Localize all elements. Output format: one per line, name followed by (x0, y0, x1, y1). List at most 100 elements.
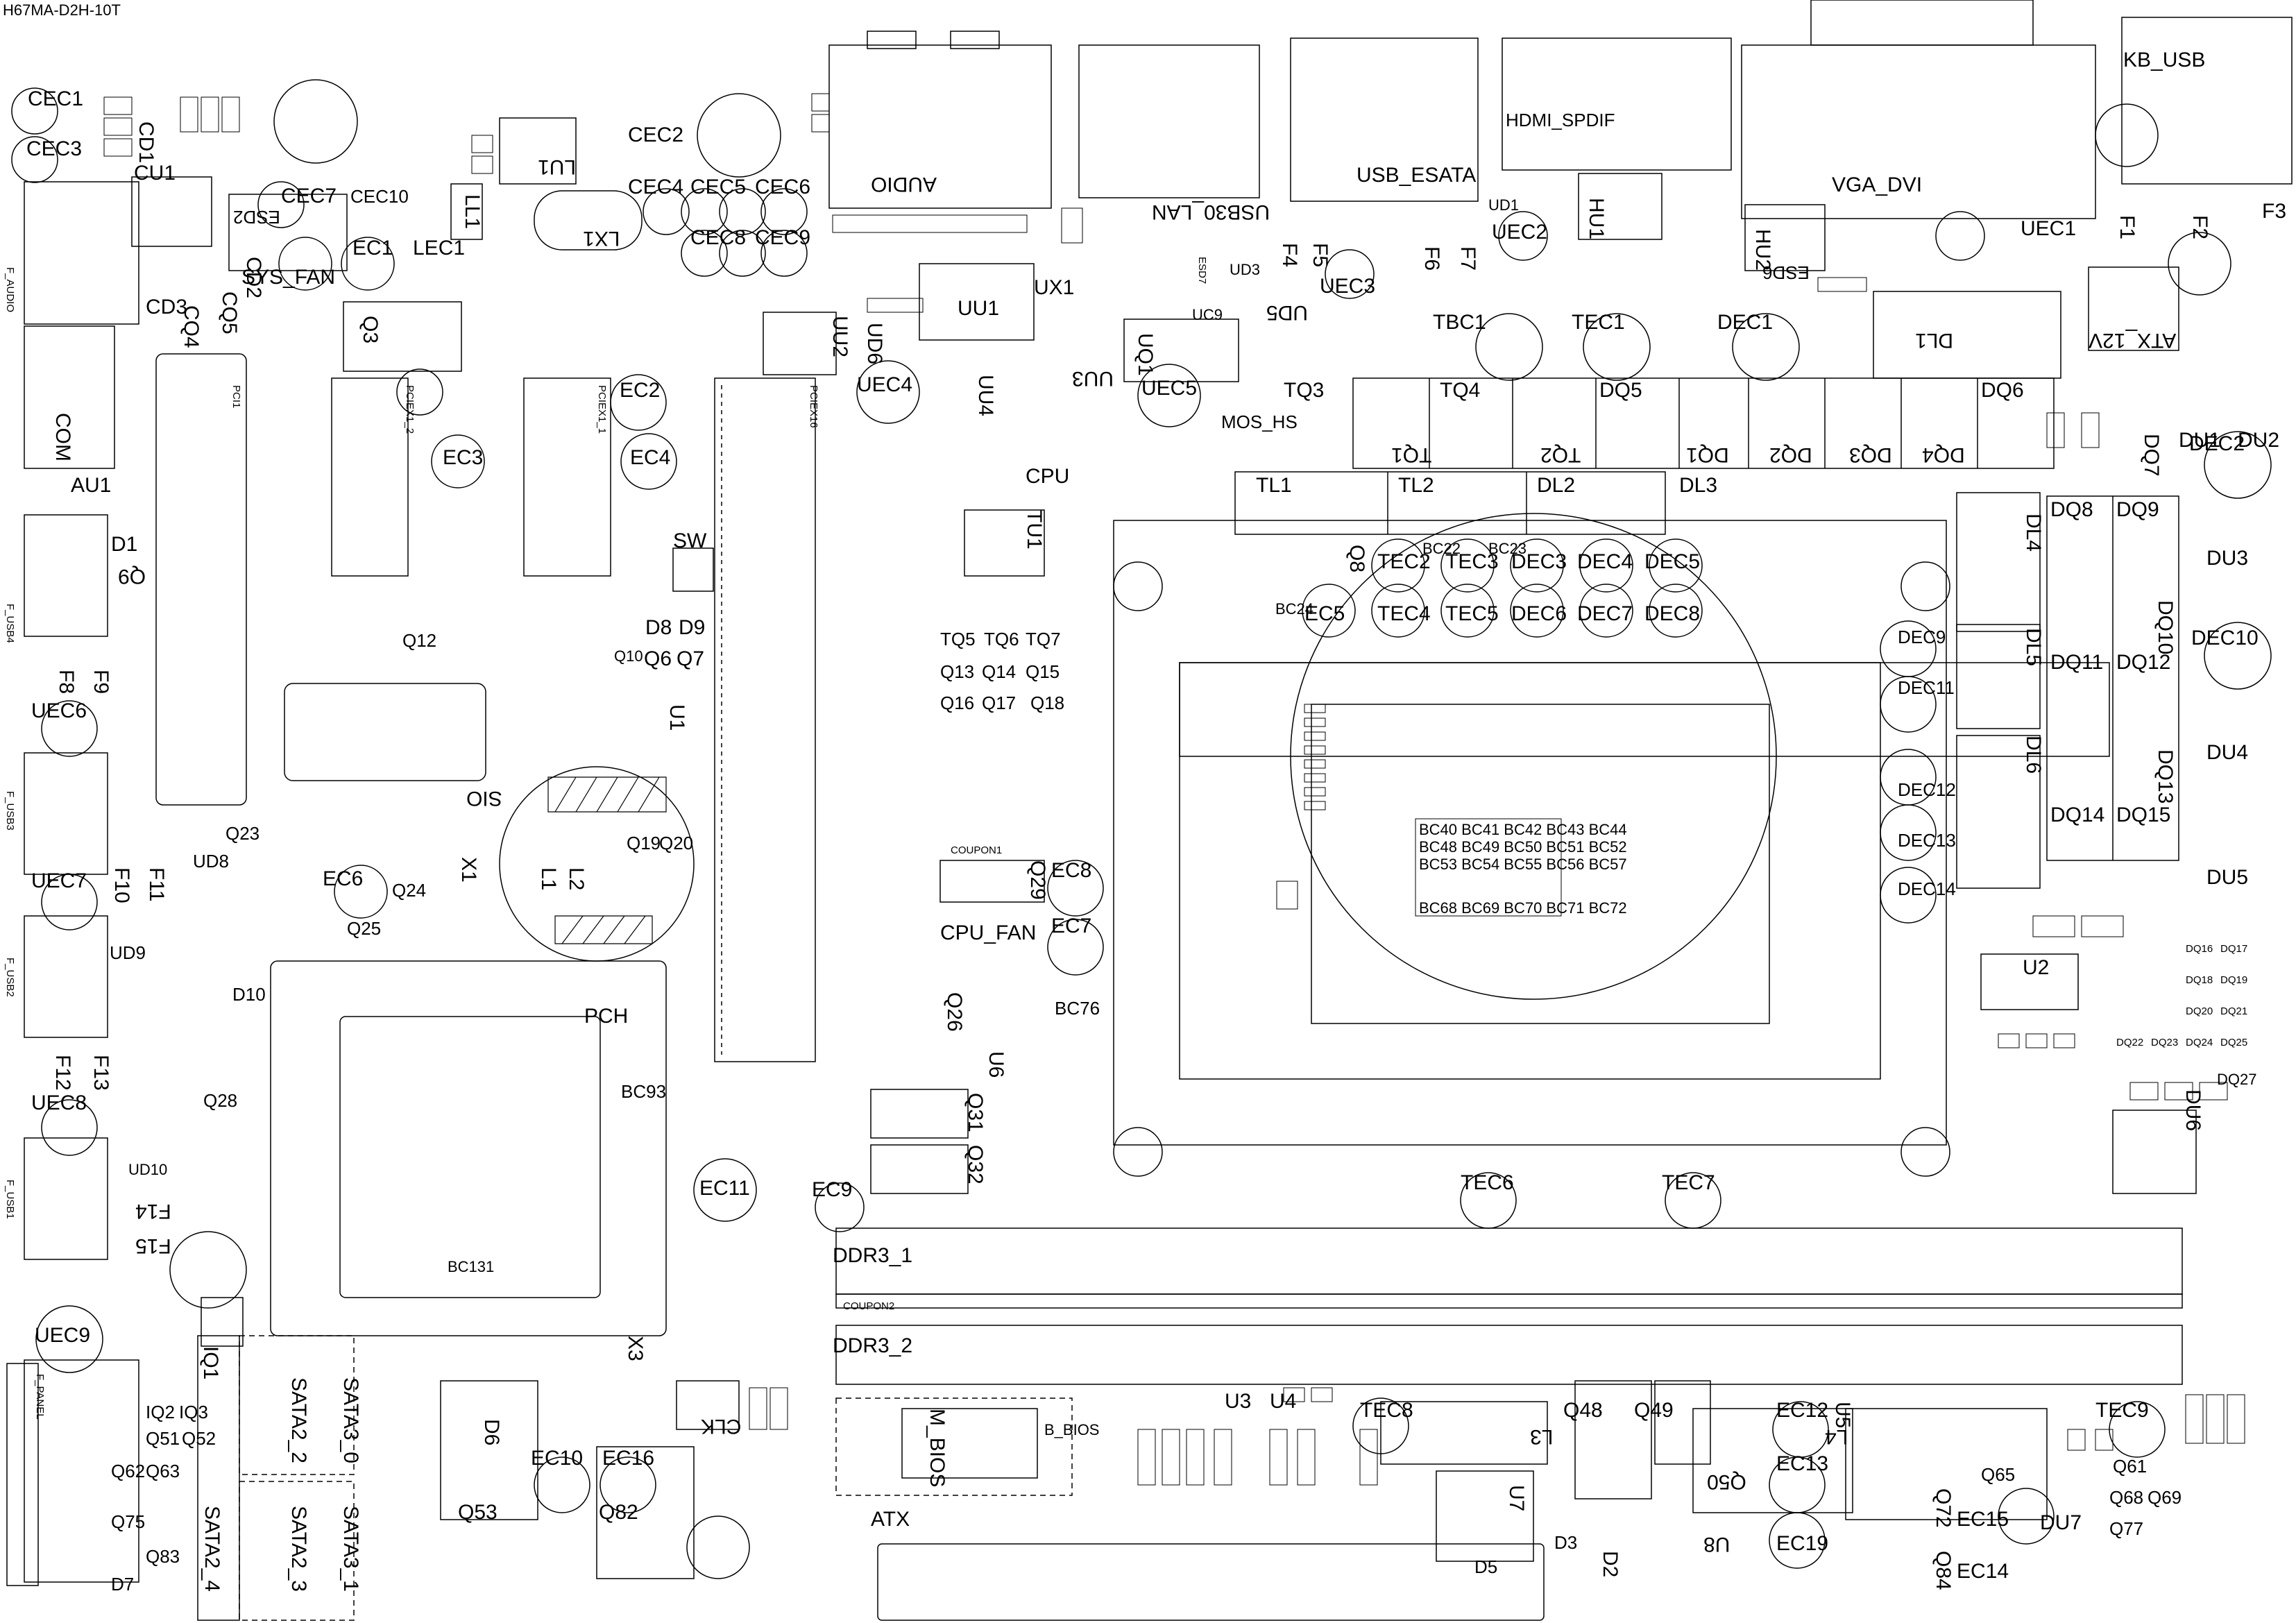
inductor-dl3: DL3 (1679, 474, 1718, 497)
chip-esd6: ESD6 (1762, 262, 1810, 283)
diode-d6: D6 (480, 1419, 503, 1446)
cap-dec12: DEC12 (1898, 779, 1956, 800)
q-dq20: DQ20 (2186, 1005, 2213, 1017)
inductor-dl4: DL4 (2022, 513, 2045, 552)
inductor-dl6: DL6 (2022, 736, 2045, 774)
q-tq3: TQ3 (1284, 379, 1325, 402)
cap-cec1: CEC1 (28, 87, 84, 110)
chip-ud3: UD3 (1230, 261, 1261, 278)
chip-du2: DU2 (2238, 429, 2280, 452)
q-q65: Q65 (1981, 1464, 2016, 1485)
header-f-usb4: F_USB4 (4, 604, 16, 643)
q-cq5: CQ5 (218, 291, 241, 334)
fuse-f9: F9 (90, 670, 112, 695)
cap-dec9: DEC9 (1898, 627, 1946, 647)
q-dq1: DQ1 (1686, 443, 1729, 466)
q-q12: Q12 (402, 630, 437, 651)
cap-tec1: TEC1 (1572, 311, 1625, 334)
connector-usb30-lan: USB30_LAN (1152, 201, 1270, 223)
q-q77: Q77 (2109, 1518, 2144, 1539)
diode-cd2: CD2 (242, 257, 265, 299)
q-q28: Q28 (203, 1090, 238, 1111)
cap-cec2: CEC2 (628, 124, 684, 146)
q-q24: Q24 (392, 880, 427, 901)
q-q53: Q53 (458, 1501, 498, 1524)
chip-cu1: CU1 (134, 162, 176, 185)
q-dq6: DQ6 (1981, 379, 2024, 402)
q-q20: Q20 (659, 833, 694, 853)
chip-iq1: IQ1 (199, 1346, 222, 1380)
cap-ec19: EC19 (1776, 1532, 1829, 1555)
chip-x1: X1 (457, 857, 480, 883)
diode-d3: D3 (1554, 1532, 1578, 1553)
fuse-f8: F8 (55, 670, 78, 695)
q-dq16: DQ16 (2186, 943, 2213, 955)
diode-d2: D2 (1599, 1551, 1622, 1578)
chip-du3: DU3 (2206, 547, 2249, 570)
chip-cpu: CPU (1026, 465, 1070, 488)
cap-tec8: TEC8 (1360, 1399, 1413, 1422)
cap-ec3: EC3 (443, 446, 484, 469)
chip-uq1: UQ1 (1134, 333, 1157, 376)
q-iq3: IQ3 (179, 1402, 208, 1422)
cap-ec10: EC10 (531, 1447, 584, 1470)
q-dq21: DQ21 (2220, 1005, 2248, 1017)
connector-ddr3-1: DDR3_1 (833, 1244, 913, 1267)
diode-cd3: CD3 (146, 296, 188, 318)
connector-atx: ATX (871, 1508, 910, 1531)
chip-du6: DU6 (2182, 1089, 2204, 1132)
cap-ec12: EC12 (1776, 1399, 1829, 1422)
cap-ec11: EC11 (699, 1177, 750, 1200)
fuse-f10: F10 (110, 867, 133, 903)
chip-ud10: UD10 (128, 1161, 168, 1178)
q-dq3: DQ3 (1849, 443, 1892, 466)
q-q17: Q17 (982, 692, 1017, 713)
slot-pciex1-2: PCIEX1_2 (404, 385, 416, 434)
q-q18: Q18 (1030, 692, 1065, 713)
q-tq7: TQ7 (1026, 629, 1061, 649)
slot-pciex1-1: PCIEX1_1 (596, 385, 608, 434)
q-q48: Q48 (1563, 1399, 1603, 1422)
chip-uu4: UU4 (974, 375, 997, 417)
chip-u1: U1 (665, 704, 688, 731)
chip-uu1: UU1 (958, 297, 1000, 320)
chip-u5: U5 (1831, 1402, 1854, 1429)
q-q16: Q16 (940, 692, 975, 713)
connector-cpu-fan: CPU_FAN (940, 921, 1037, 944)
connector-sata2-2: SATA2_2 (287, 1377, 310, 1463)
chip-u2: U2 (2023, 956, 2050, 979)
q-q19: Q19 (627, 833, 661, 853)
cap-cec5: CEC5 (690, 176, 747, 198)
inductor-tl1: TL1 (1256, 474, 1292, 497)
cap-tec5: TEC5 (1445, 602, 1499, 625)
cap-ec8: EC8 (1051, 859, 1092, 882)
inductor-dl2: DL2 (1537, 474, 1576, 497)
q-q31: Q31 (964, 1093, 987, 1132)
cap-cec3: CEC3 (26, 137, 83, 160)
cap-ec15: EC15 (1957, 1508, 2009, 1531)
q-q6: Q6 (644, 647, 672, 670)
cap-row-1: BC40 BC41 BC42 BC43 BC44 (1419, 821, 1627, 838)
cap-uec6: UEC6 (31, 699, 87, 722)
diode-d8: D8 (645, 616, 672, 639)
q-q8: Q8 (1345, 545, 1368, 573)
chip-au1: AU1 (71, 474, 112, 497)
q-q61: Q61 (2113, 1456, 2148, 1477)
chip-du4: DU4 (2206, 741, 2249, 764)
q-dq18: DQ18 (2186, 974, 2213, 986)
cap-dec13: DEC13 (1898, 830, 1956, 851)
q-q51: Q51 (146, 1428, 180, 1449)
cap-row-2: BC48 BC49 BC50 BC51 BC52 (1419, 838, 1627, 856)
q-dq15: DQ15 (2116, 804, 2171, 826)
q-tq2: TQ2 (1540, 443, 1581, 466)
cap-uec8: UEC8 (31, 1091, 87, 1114)
connector-sata3-0: SATA3_0 (339, 1377, 362, 1463)
cap-tec2: TEC2 (1377, 550, 1431, 573)
fuse-f5: F5 (1309, 243, 1332, 268)
cap-dec4: DEC4 (1577, 550, 1633, 573)
q-dq22: DQ22 (2116, 1037, 2144, 1048)
inductor-l2: L2 (565, 867, 588, 891)
cap-dec14: DEC14 (1898, 878, 1956, 899)
cap-dec2: DEC2 (2189, 432, 2245, 455)
